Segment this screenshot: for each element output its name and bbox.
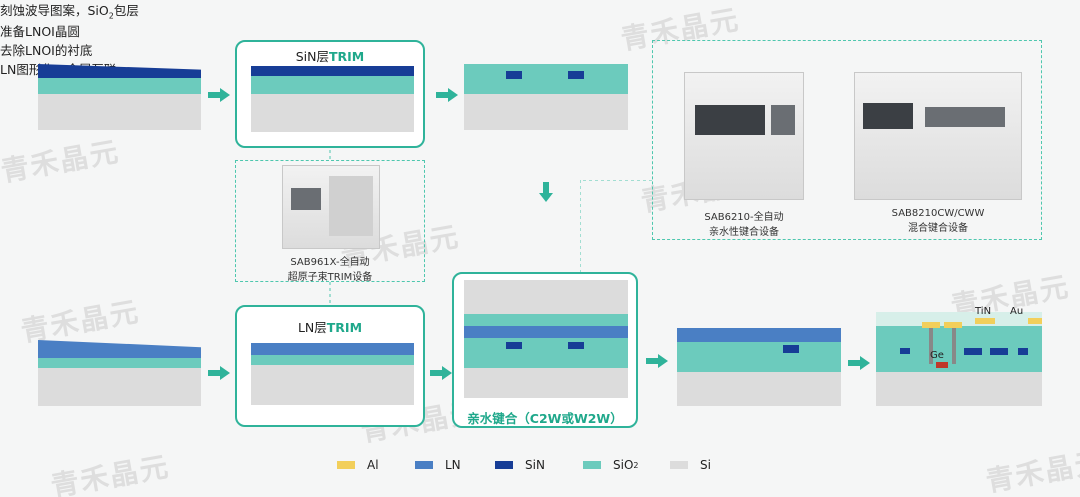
watermark: 青禾晶元 (0, 134, 123, 189)
prep-label: 准备LNOI晶圆 (0, 23, 80, 39)
remove-label: 去除LNOI的衬底 (0, 42, 93, 58)
arrow-right-icon (436, 88, 458, 102)
sab6210-caption: SAB6210-全自动 亲水性键合设备 (704, 212, 784, 238)
watermark: 青禾晶元 (18, 294, 143, 349)
legend-item-si: Si (670, 458, 711, 472)
connector-line (580, 180, 652, 275)
sab961x-caption: SAB961X-全自动 超原子束TRIM设备 (287, 257, 373, 283)
sab961x-machine-image (282, 165, 380, 249)
legend-swatch (415, 461, 433, 469)
watermark: 青禾晶元 (48, 449, 173, 497)
watermark: 青禾晶元 (983, 444, 1080, 497)
legend-swatch (337, 461, 355, 469)
step-title: SiN层TRIM (295, 49, 365, 64)
legend-swatch (583, 461, 601, 469)
trim-equipment-panel (235, 160, 425, 282)
arrow-right-icon (208, 366, 230, 380)
etch-label: 刻蚀波导图案，SiO2包层 (0, 3, 139, 21)
sab8210-caption: SAB8210CW/CWW 混合键合设备 (891, 208, 985, 234)
arrow-right-icon (430, 366, 452, 380)
sab8210-machine-image (854, 72, 1022, 200)
bonding-equipment-panel (652, 40, 1042, 240)
legend-item-sin: SiN (495, 458, 545, 472)
step-ln-trim: LN层TRIM (235, 305, 425, 427)
step-sin-trim: SiN层TRIM (235, 40, 425, 148)
bond-label: 亲水键合（C2W或W2W） (467, 411, 623, 426)
connector-line (329, 150, 331, 305)
arrow-right-icon (646, 354, 668, 368)
arrow-right-icon (208, 88, 230, 102)
arrow-down-icon (539, 182, 553, 202)
legend-swatch (495, 461, 513, 469)
legend-item-al: Al (337, 458, 379, 472)
arrow-right-icon (848, 356, 870, 370)
tin-label: TiN (975, 306, 992, 317)
step-title: LN层TRIM (297, 320, 363, 335)
legend-swatch (670, 461, 688, 469)
step-bonding: 亲水键合（C2W或W2W） (452, 272, 638, 428)
au-label: Au (1010, 306, 1024, 317)
sab6210-machine-image (684, 72, 804, 200)
legend-item-ln: LN (415, 458, 461, 472)
ge-label: Ge (930, 350, 944, 361)
